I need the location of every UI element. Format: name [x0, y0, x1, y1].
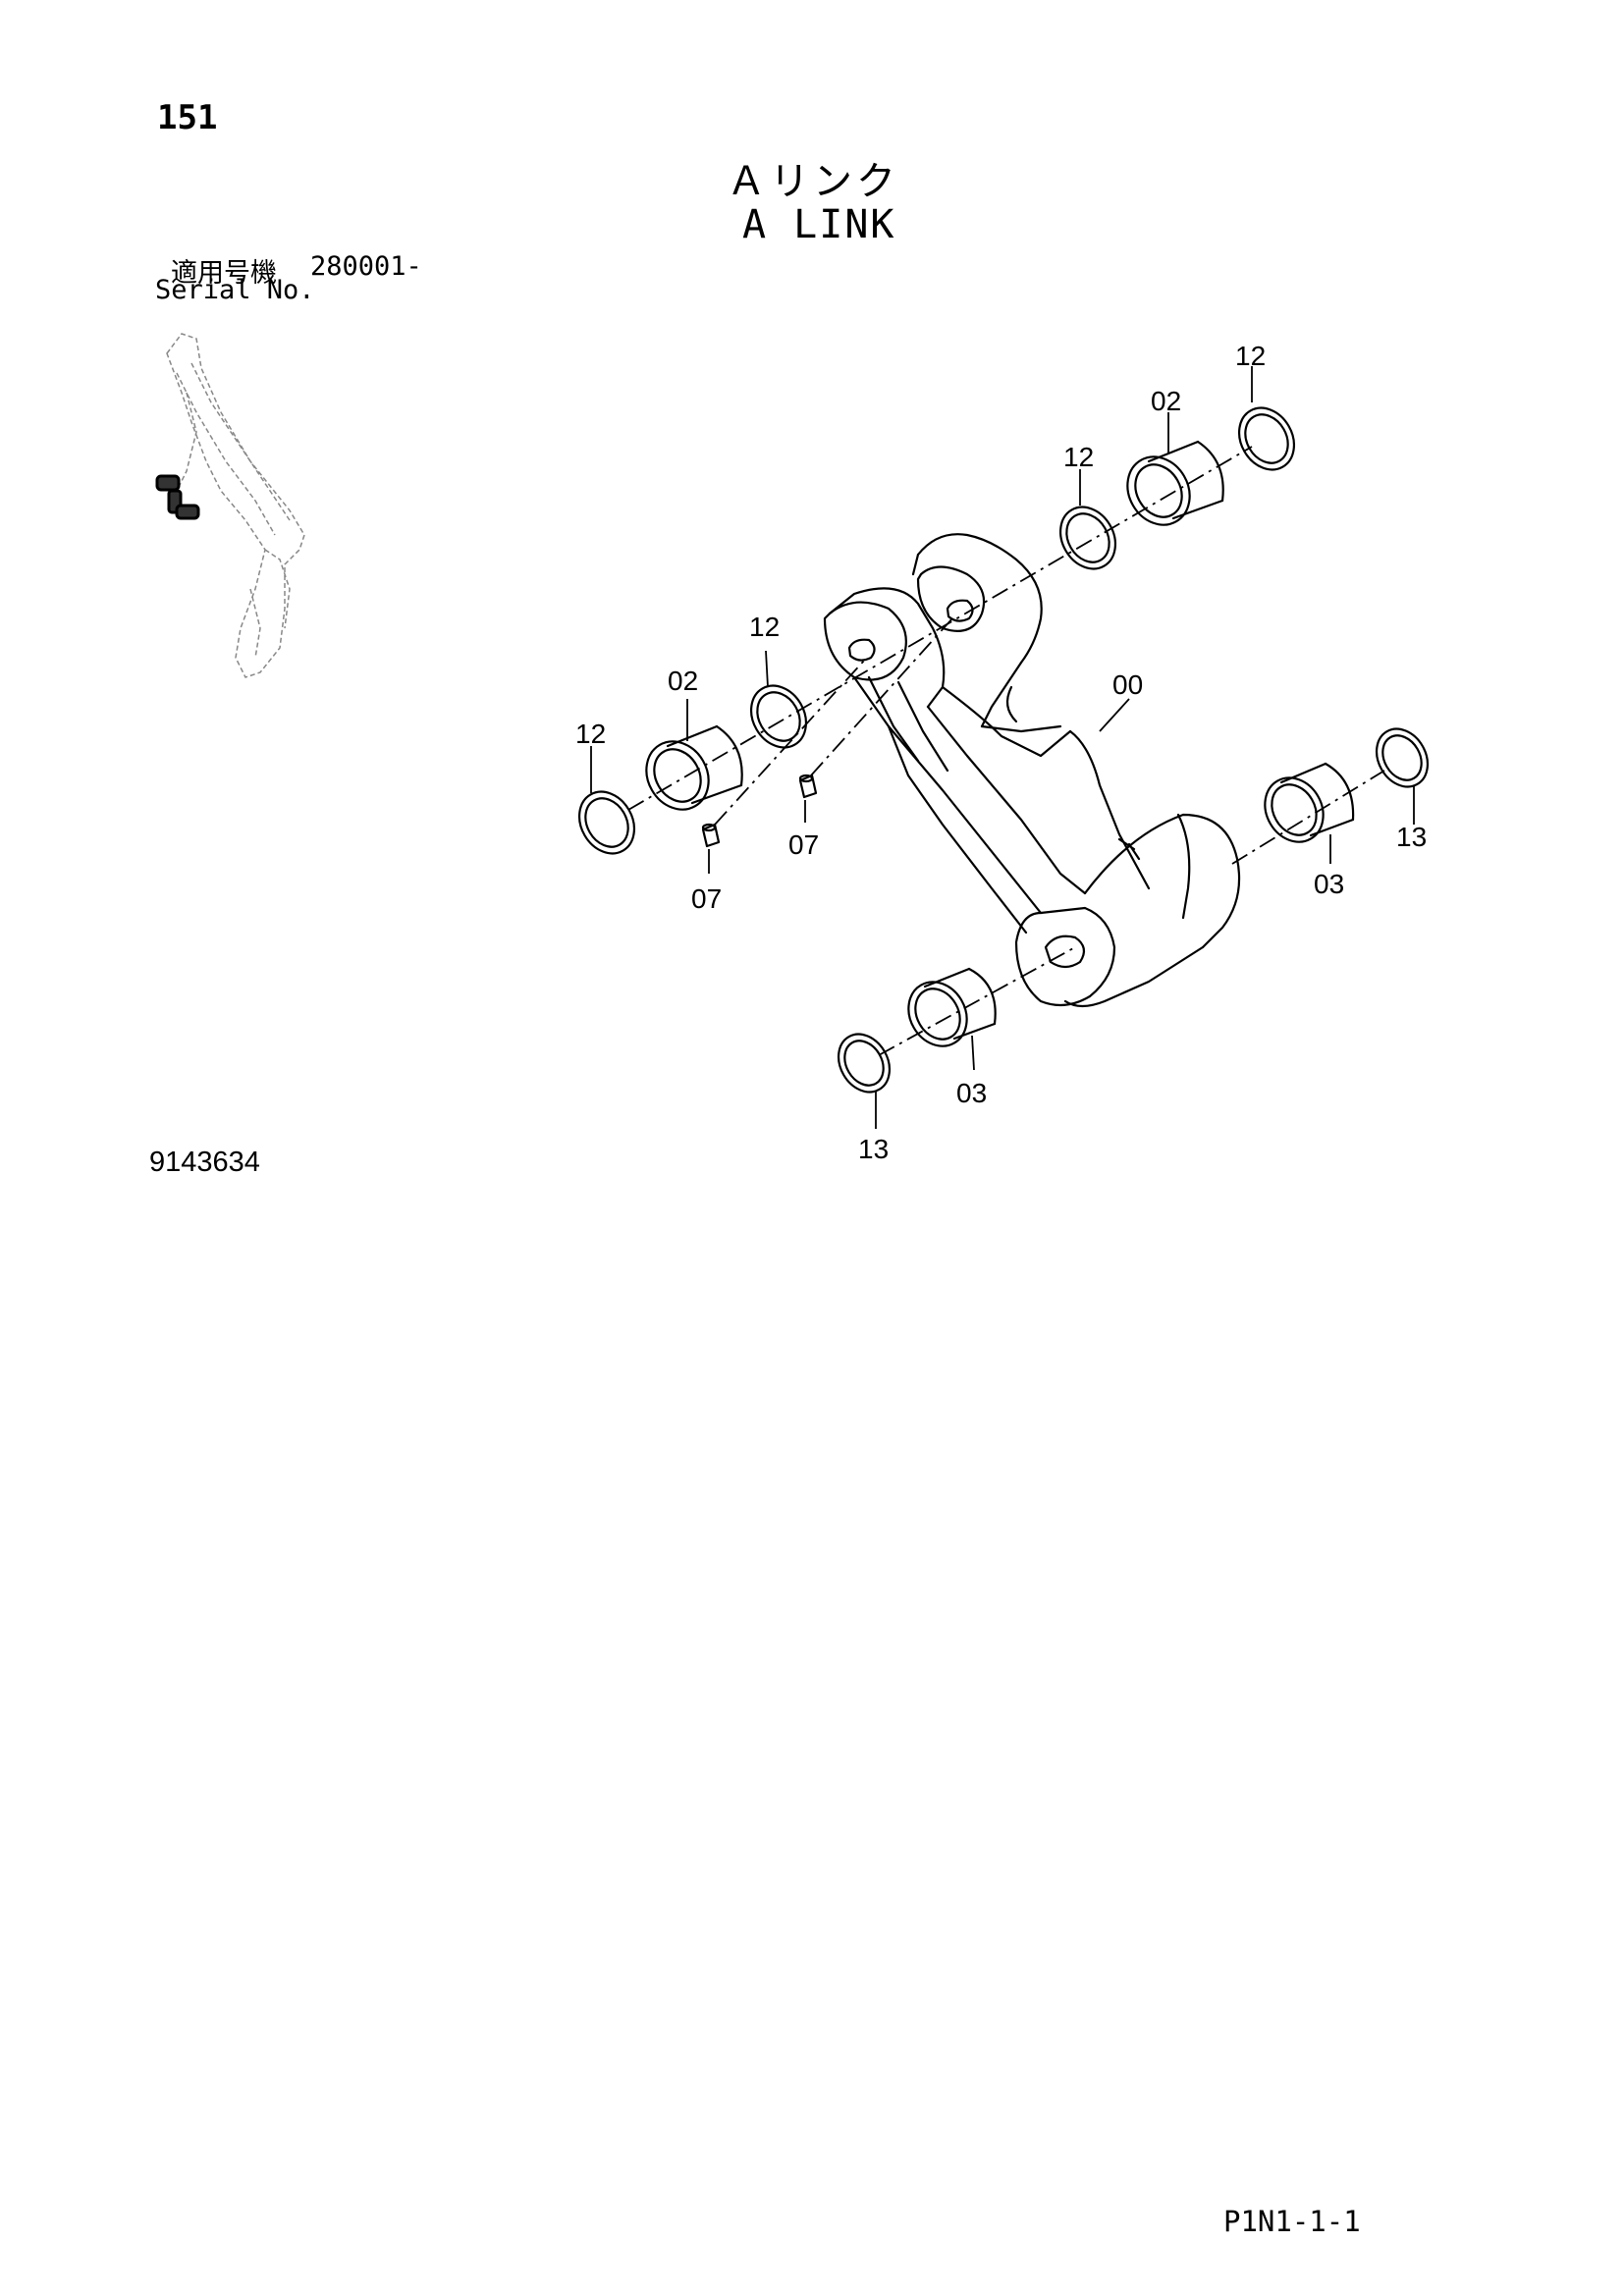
page-title-jp: Ａリンク: [727, 159, 899, 204]
callout-13-bottom: 13: [858, 1134, 889, 1164]
callout-02-top: 02: [1151, 386, 1181, 416]
serial-label-jp: 適用号機: [171, 258, 277, 289]
callout-03-right: 03: [1314, 869, 1344, 899]
locator-highlight-link: [155, 474, 200, 520]
callout-00: 00: [1112, 669, 1143, 700]
callout-13-right: 13: [1396, 822, 1427, 852]
serial-label-en: Serial No.: [155, 275, 315, 305]
drawing-number: 9143634: [149, 1147, 260, 1178]
seal-ring-12-top: [1237, 406, 1296, 471]
seal-ring-12-left: [577, 790, 636, 855]
bushing-03-right: [1264, 762, 1355, 843]
seal-ring-12-mid: [1058, 506, 1117, 570]
callout-07-b: 07: [788, 829, 819, 860]
callout-02-left: 02: [668, 666, 698, 696]
a-link-body: [823, 533, 1241, 1008]
grease-fitting-07-a: [701, 823, 721, 848]
seal-ring-13-right: [1375, 727, 1430, 788]
callout-12-top: 12: [1235, 341, 1266, 371]
callout-12-left: 12: [575, 719, 606, 749]
grease-fitting-07-b: [798, 774, 818, 799]
callout-03-bottom: 03: [956, 1078, 987, 1108]
page-title-en: A LINK: [742, 202, 896, 247]
serial-range: 280001-: [310, 251, 422, 282]
callout-12-left-b: 12: [749, 612, 780, 642]
leader-lines: [590, 366, 1415, 1129]
bushing-02-left: [645, 724, 743, 811]
page-code: P1N1-1-1: [1223, 2205, 1361, 2238]
bushing-02-top: [1126, 440, 1224, 526]
assembly-center-lines: [627, 446, 1385, 1056]
callout-12-mid: 12: [1063, 442, 1094, 472]
bushing-03-bottom: [907, 967, 997, 1047]
page-number: 151: [157, 98, 218, 137]
seal-ring-13-bottom: [837, 1033, 892, 1094]
callout-07-a: 07: [691, 883, 722, 914]
callout-labels: 12 02 12 12 02 12 00 07 07 13 03 03 13: [575, 341, 1427, 1164]
seal-ring-12-left-b: [749, 684, 808, 749]
